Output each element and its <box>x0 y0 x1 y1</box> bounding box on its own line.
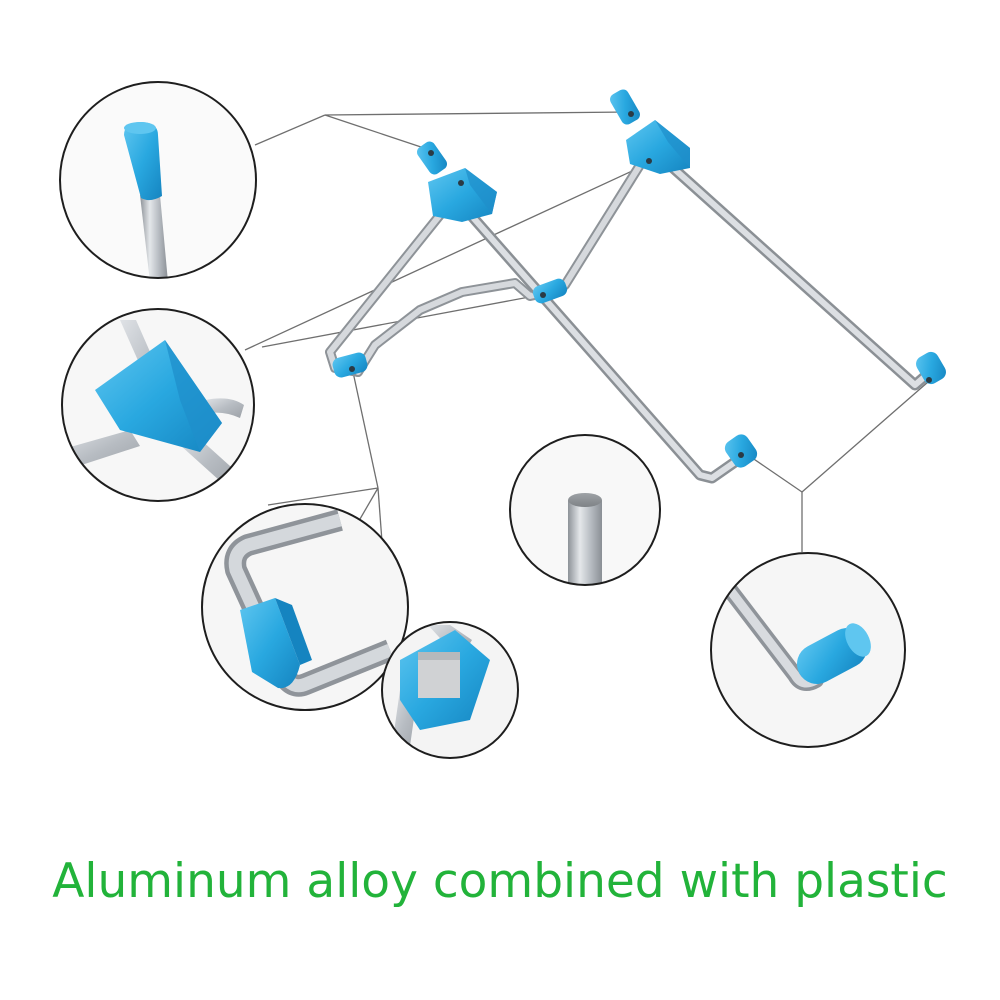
blue-foot-cap-detail <box>710 552 906 748</box>
tube-end-cap-detail <box>381 621 519 759</box>
blue-triangle-joint-detail <box>61 308 255 502</box>
aluminum-tube-cross-section <box>509 434 661 586</box>
left-foot-cap <box>724 434 758 468</box>
left-arm <box>456 199 751 484</box>
right-arm <box>656 152 936 391</box>
bottom-clip <box>332 352 368 378</box>
blue-tube-cap-detail <box>59 81 257 279</box>
right-foot-cap <box>916 351 946 385</box>
caption-text: Aluminum alloy combined with plastic <box>52 854 948 909</box>
blue-clip-detail <box>201 503 409 711</box>
middle-clip <box>532 278 568 304</box>
right-top-joint <box>610 89 690 174</box>
laptop-stand-illustration <box>325 89 946 484</box>
left-top-joint <box>416 141 497 222</box>
